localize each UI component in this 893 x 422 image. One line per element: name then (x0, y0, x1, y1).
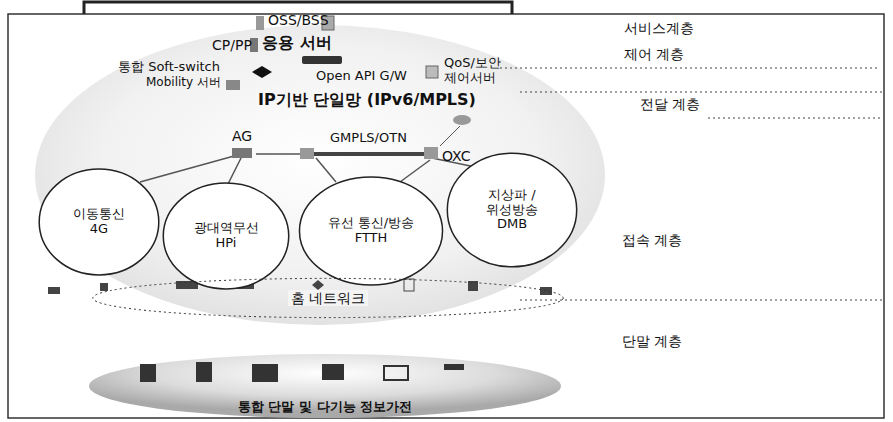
access-network-circle: 유선 통신/방송 FTTH (298, 176, 444, 286)
component-label: IP기반 단일망 (IPv6/MPLS) (258, 91, 476, 109)
terminal-devices (140, 362, 464, 382)
access-network-circle: 지상파 /위성방송 DMB (446, 152, 578, 268)
node-label: 이동통신 4G (70, 207, 128, 237)
network-cloud (35, 25, 605, 325)
node-label: 지상파 /위성방송 DMB (476, 188, 548, 233)
layer-label: 서비스계층 (624, 20, 694, 36)
router-icons (232, 148, 252, 158)
transport-links (316, 158, 336, 182)
frame (8, 14, 884, 418)
access-network-circle: 이동통신 4G (38, 168, 160, 276)
terminal-devices (384, 366, 408, 380)
layer-label: 전달 계층 (640, 96, 700, 112)
component-label: Mobility 서버 (146, 76, 221, 90)
node-label: 유선 통신/방송 FTTH (320, 216, 422, 246)
network-cloud (35, 25, 605, 325)
server-icons (252, 66, 272, 78)
terminal-band (89, 354, 561, 418)
component-label: CP/PP (212, 37, 252, 53)
terminal-devices (252, 364, 278, 382)
terminal-band: 통합 단말 및 다기능 정보가전 (89, 354, 561, 418)
component-label: OSS/BSS (268, 12, 329, 28)
terminal-devices (444, 364, 464, 370)
component-label: QoS/보안 제어서버 (444, 56, 524, 86)
component-label: OXC (442, 148, 470, 164)
server-icons (256, 16, 264, 30)
node-label: 홈 네트워크 (288, 290, 368, 306)
home-devices (100, 283, 108, 291)
terminal-devices (140, 364, 156, 382)
terminal-devices (196, 362, 212, 382)
home-devices (312, 280, 324, 290)
server-icons (453, 115, 471, 125)
transport-links (256, 153, 300, 155)
frame (8, 2, 884, 418)
transport-links (140, 126, 480, 184)
node-outline-shape (299, 177, 442, 285)
access-network-circle: 광대역무선 HPi (162, 182, 290, 290)
transport-links (140, 156, 234, 182)
node-outline-shape (447, 153, 576, 267)
terminal-devices (322, 364, 344, 380)
layer-dividers (520, 92, 884, 93)
component-label: 응용 서버 (262, 34, 332, 52)
home-devices (540, 287, 552, 295)
layer-dividers (520, 300, 884, 301)
component-label: 통합 Soft-switch (118, 60, 220, 75)
component-label: Open API G/W (316, 69, 407, 84)
server-icons (426, 66, 438, 78)
layer-label: 제어 계층 (624, 46, 684, 62)
layer-dividers (708, 118, 880, 119)
node-label: 광대역무선 HPi (189, 221, 263, 251)
layer-label: 단말 계층 (622, 333, 682, 349)
transport-links (440, 126, 460, 146)
router-icons (232, 147, 438, 159)
node-outline-shape (163, 183, 288, 289)
router-icons (300, 148, 314, 159)
component-label: GMPLS/OTN (330, 131, 407, 146)
home-devices (404, 279, 414, 291)
node-outline-shape (94, 355, 557, 418)
home-network-ellipse: 홈 네트워크 (88, 278, 568, 318)
node-outline-shape (93, 278, 563, 317)
transport-links (400, 160, 430, 182)
layer-label: 접속 계층 (622, 232, 682, 248)
terminal-band (89, 354, 561, 418)
router-icons (424, 147, 438, 159)
home-devices (48, 287, 60, 294)
node-outline-shape (39, 169, 159, 275)
node-label: 통합 단말 및 다기능 정보가전 (238, 400, 412, 415)
component-label: AG (232, 128, 252, 144)
transport-links (228, 156, 242, 184)
layer-dividers (500, 68, 880, 69)
transport-links (306, 152, 426, 156)
server-icons (302, 56, 342, 64)
server-icons (226, 80, 240, 90)
